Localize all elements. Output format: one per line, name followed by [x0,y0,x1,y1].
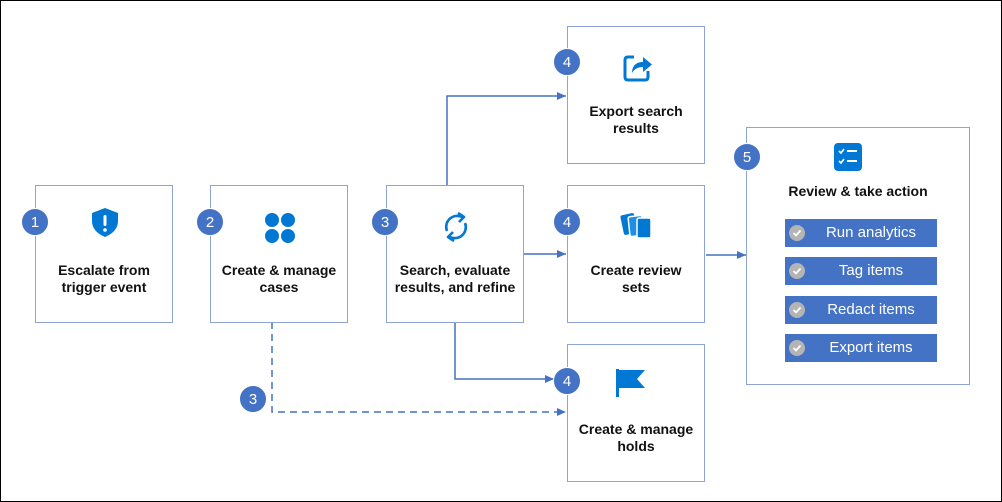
action-label: Run analytics [825,224,917,241]
step-cases-label: Create & manage cases [221,262,337,295]
step-export-label: Export search results [589,103,683,136]
arrow-search-to-export [446,92,566,186]
action-redact-items[interactable]: Redact items [785,296,937,324]
share-arrow-icon [623,55,652,82]
step-review-sets-box: Create review sets [567,185,705,323]
shield-alert-icon [92,208,118,237]
step-review-label: Review & take action [788,183,928,199]
action-run-analytics[interactable]: Run analytics [785,219,937,247]
action-label: Export items [829,339,913,356]
four-circles-icon [265,213,295,243]
refresh-icon [444,211,468,243]
arrow-search-to-holds [454,322,554,383]
step-review-sets-label: Create review sets [590,262,682,295]
step-holds-box: Create & manage holds [567,344,705,482]
action-tag-items[interactable]: Tag items [785,257,937,285]
step-badge-escalate: 1 [21,208,49,236]
step-search-label: Search, evaluate results, and refine [394,262,516,295]
step-export-box: Export search results [567,26,705,164]
step-badge-export: 4 [553,48,581,76]
check-icon [789,340,805,356]
step-badge-holds: 4 [553,367,581,395]
step-search-box: Search, evaluate results, and refine [386,185,524,323]
action-label: Redact items [827,301,915,318]
check-icon [789,263,805,279]
step-review-box: Review & take action Run analytics Tag i… [746,127,970,385]
action-label: Tag items [838,262,904,279]
step-holds-label: Create & manage holds [578,421,694,454]
stacked-cards-icon [620,213,652,239]
check-icon [789,302,805,318]
step-badge-cases: 2 [196,208,224,236]
step-badge-review-sets: 4 [553,208,581,236]
step-cases-box: Create & manage cases [210,185,348,323]
step-escalate-label: Escalate from trigger event [58,262,150,295]
step-escalate-box: Escalate from trigger event [35,185,173,323]
action-export-items[interactable]: Export items [785,334,937,362]
step-badge-review: 5 [733,143,761,171]
dashed-arrow-cases-to-holds [271,322,566,416]
checklist-icon [834,143,862,171]
step-badge-search: 3 [371,208,399,236]
check-icon [789,225,805,241]
flag-icon [616,369,645,397]
step-badge-dashed-search: 3 [239,385,267,413]
